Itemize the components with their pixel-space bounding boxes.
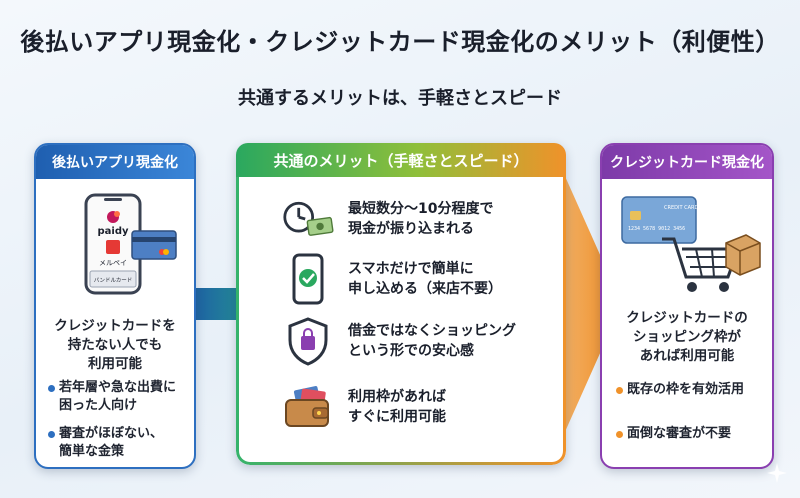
card-credit-card: クレジットカード現金化 CREDIT CARD 1234 5678 9012 3… [600, 143, 774, 469]
paidy-label: paidy [97, 226, 128, 237]
credit-bullet: 既存の枠を有効活用 [616, 381, 766, 399]
benefit-item: 利用枠があれば すぐに利用可能 [282, 381, 552, 433]
phone-apps-icon: paidy メルペイ バンドルカード [84, 193, 177, 295]
card-common-benefits: 共通のメリット（手軽さとスピード） 最短数分〜10分程度で 現金が振り込まれる [236, 143, 566, 465]
bullet-dot-icon [616, 431, 623, 438]
benefit-text: 最短数分〜10分程度で 現金が振り込まれる [348, 199, 493, 239]
bnpl-bullet: 若年層や急な出費に 困った人向け [48, 379, 186, 415]
sparkle-icon [767, 463, 787, 483]
bnpl-desc: クレジットカードを 持たない人でも 利用可能 [36, 317, 194, 374]
benefit-line: 借金ではなくショッピング [348, 323, 516, 339]
bnpl-body: paidy メルペイ バンドルカード クレジットカードを 持たない人でも 利用可… [36, 179, 194, 467]
benefit-line: 利用枠があれば [348, 389, 446, 405]
bullet-text: 既存の枠を有効活用 [627, 382, 745, 397]
merpay-label: メルペイ [99, 259, 127, 267]
benefit-item: 最短数分〜10分程度で 現金が振り込まれる [282, 193, 552, 245]
benefit-line: すぐに利用可能 [348, 409, 446, 425]
bullet-text: 若年層や急な出費に [59, 380, 177, 395]
benefit-line: 最短数分〜10分程度で [348, 201, 494, 217]
card-bnpl: 後払いアプリ現金化 paidy メルペイ バンドルカード クレジットカードを 持… [34, 143, 196, 469]
common-header: 共通のメリット（手軽さとスピード） [236, 143, 566, 177]
credit-desc-line: ショッピング枠が [633, 329, 741, 345]
bullet-dot-icon [48, 431, 55, 438]
bullet-text: 審査がほぼない、 [59, 426, 164, 441]
bandle-card-label: バンドルカード [94, 277, 133, 284]
benefit-line: 現金が振り込まれる [348, 221, 474, 237]
bullet-text: 困った人向け [59, 398, 138, 413]
credit-card-label: CREDIT CARD [664, 205, 698, 211]
credit-bullets: 既存の枠を有効活用 面倒な審査が不要 [616, 381, 766, 469]
bnpl-desc-line: 持たない人でも [67, 337, 163, 353]
benefit-line: スマホだけで簡単に [348, 261, 474, 277]
page-subtitle: 共通するメリットは、手軽さとスピード [238, 88, 562, 109]
bullet-dot-icon [48, 385, 55, 392]
bnpl-desc-line: 利用可能 [88, 356, 142, 372]
benefit-line: という形での安心感 [348, 343, 474, 359]
page-title: 後払いアプリ現金化・クレジットカード現金化のメリット（利便性） [20, 28, 780, 56]
bnpl-bullet: 審査がほぼない、 簡単な金策 [48, 425, 186, 461]
clock-money-icon [282, 193, 334, 245]
shield-bag-icon [282, 315, 334, 367]
credit-header: クレジットカード現金化 [602, 145, 772, 179]
credit-card-cart-icon: CREDIT CARD 1234 5678 9012 3456 [621, 196, 761, 292]
credit-desc-line: あれば利用可能 [639, 348, 735, 364]
credit-card-number: 1234 5678 9012 3456 [628, 226, 685, 232]
credit-desc-line: クレジットカードの [626, 310, 748, 326]
wallet-card-icon [282, 381, 334, 433]
bnpl-header: 後払いアプリ現金化 [36, 145, 194, 179]
benefit-text: 借金ではなくショッピング という形での安心感 [348, 321, 516, 361]
credit-desc: クレジットカードの ショッピング枠が あれば利用可能 [602, 309, 772, 366]
bullet-text: 面倒な審査が不要 [627, 426, 732, 441]
bullet-dot-icon [616, 387, 623, 394]
smartphone-check-icon [282, 253, 334, 305]
benefit-text: スマホだけで簡単に 申し込める（来店不要） [348, 259, 502, 299]
bullet-text: 簡単な金策 [59, 444, 125, 459]
credit-bullet: 面倒な審査が不要 [616, 425, 766, 443]
bnpl-bullets: 若年層や急な出費に 困った人向け 審査がほぼない、 簡単な金策 [48, 379, 186, 471]
benefit-line: 申し込める（来店不要） [348, 281, 502, 297]
benefit-item: 借金ではなくショッピング という形での安心感 [282, 315, 552, 367]
benefit-item: スマホだけで簡単に 申し込める（来店不要） [282, 253, 552, 305]
benefit-text: 利用枠があれば すぐに利用可能 [348, 387, 446, 427]
bnpl-desc-line: クレジットカードを [54, 318, 176, 334]
